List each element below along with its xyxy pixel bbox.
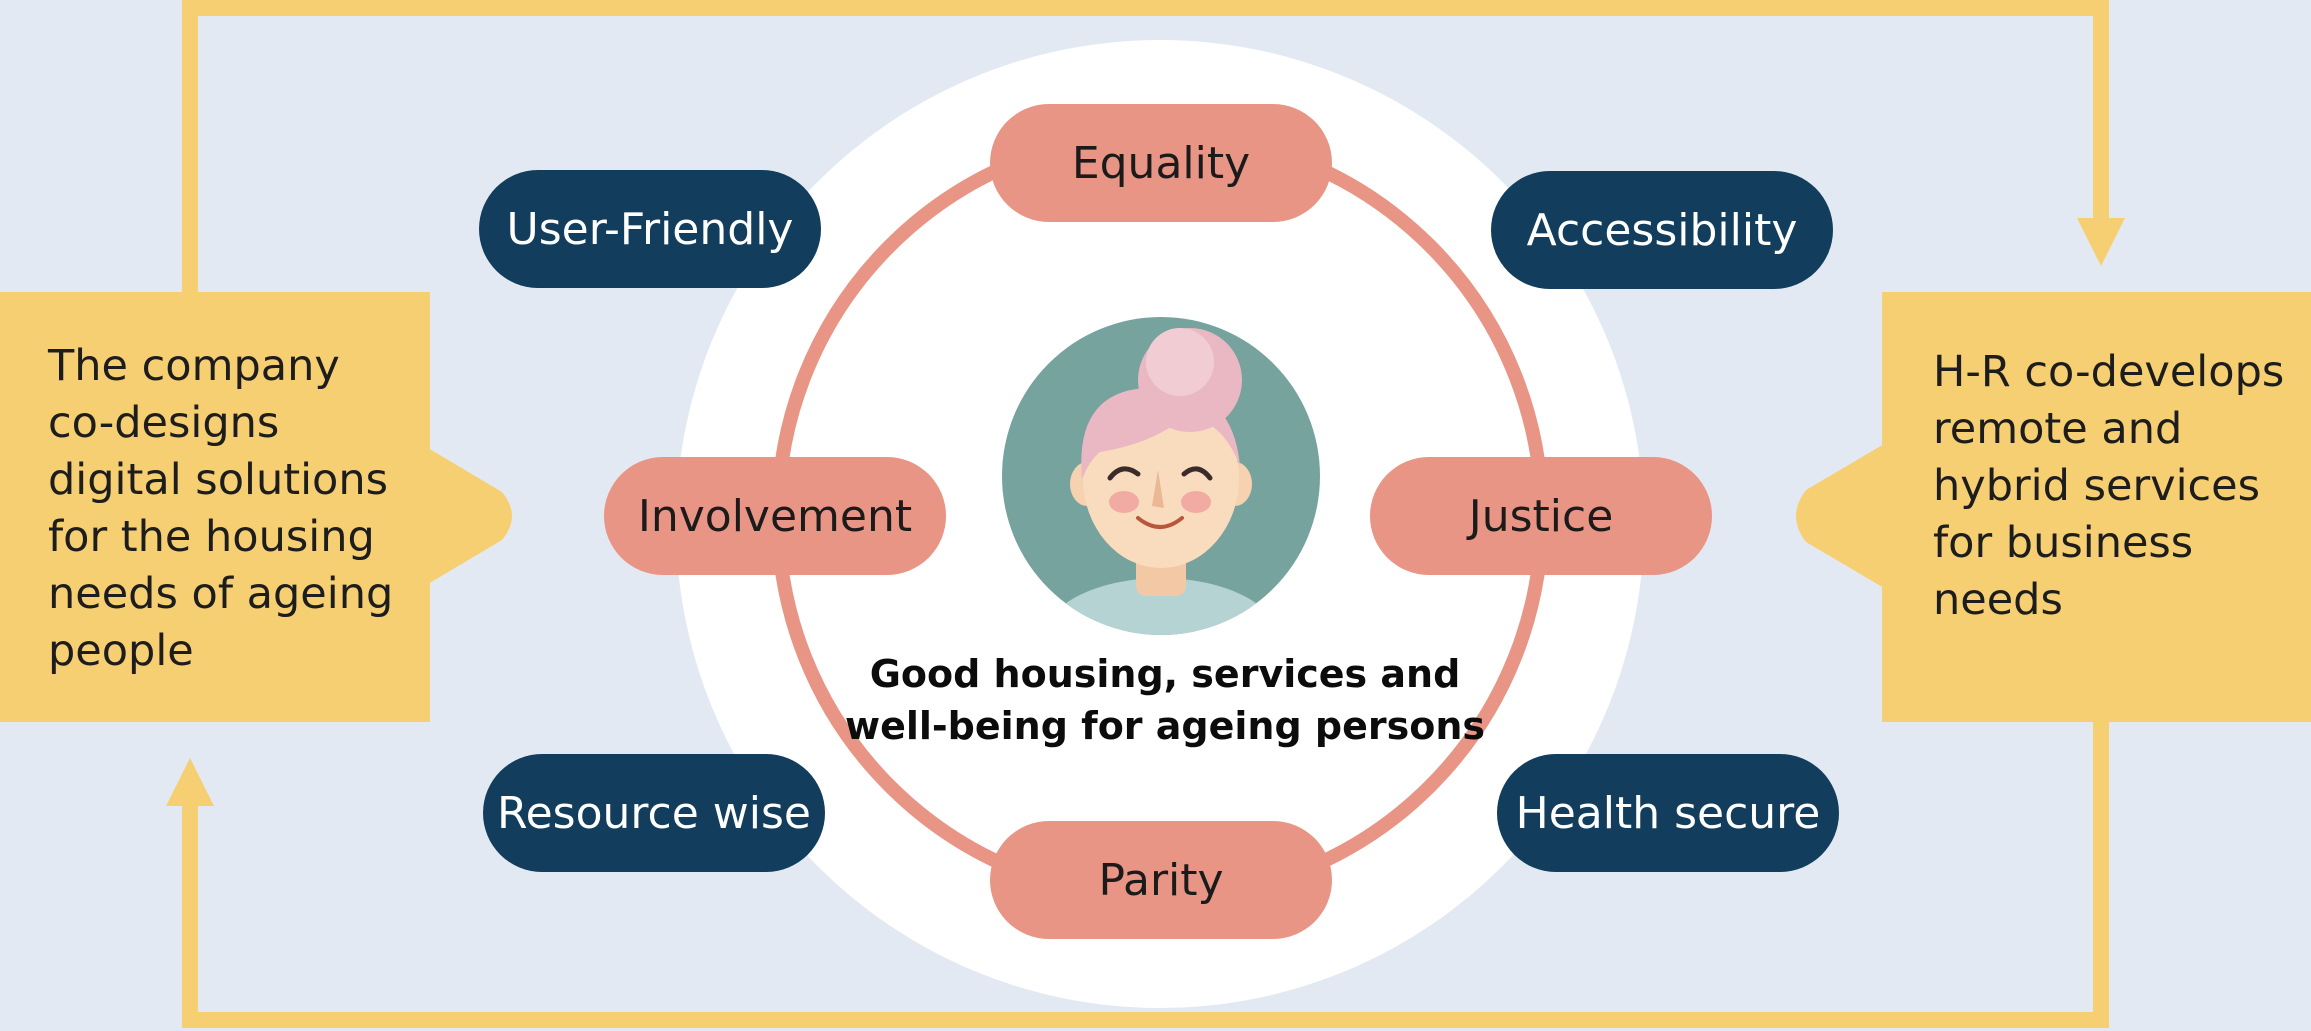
loop-top-path: [182, 0, 2109, 300]
value-pill-justice: Justice: [1370, 457, 1712, 575]
feedback-loop: [182, 0, 2109, 1028]
right-callout: [1796, 292, 2311, 722]
quality-pill-user-friendly: User-Friendly: [479, 170, 821, 288]
center-caption-line-1: Good housing, services and: [869, 652, 1461, 696]
quality-pill-resource-wise: Resource wise: [483, 754, 825, 872]
right-callout-text: H-R co-develops remote and hybrid servic…: [1933, 347, 2285, 625]
value-pill-equality: Equality: [990, 104, 1332, 222]
loop-bottom-path: [182, 720, 2109, 1028]
left-callout-text: The company co-designs digital solutions…: [48, 341, 394, 676]
elderly-woman-avatar-icon: [1002, 317, 1320, 635]
value-pill-parity: Parity: [990, 821, 1332, 939]
left-callout: [0, 292, 512, 722]
quality-pill-accessibility: Accessibility: [1491, 171, 1833, 289]
center-caption: Good housing, services and well-being fo…: [840, 648, 1490, 752]
arrowhead-up-icon: [166, 758, 214, 806]
center-caption-line-2: well-being for ageing persons: [844, 704, 1486, 748]
value-pill-involvement: Involvement: [604, 457, 946, 575]
arrowhead-down-icon: [2077, 218, 2125, 266]
quality-pill-health-secure: Health secure: [1497, 754, 1839, 872]
